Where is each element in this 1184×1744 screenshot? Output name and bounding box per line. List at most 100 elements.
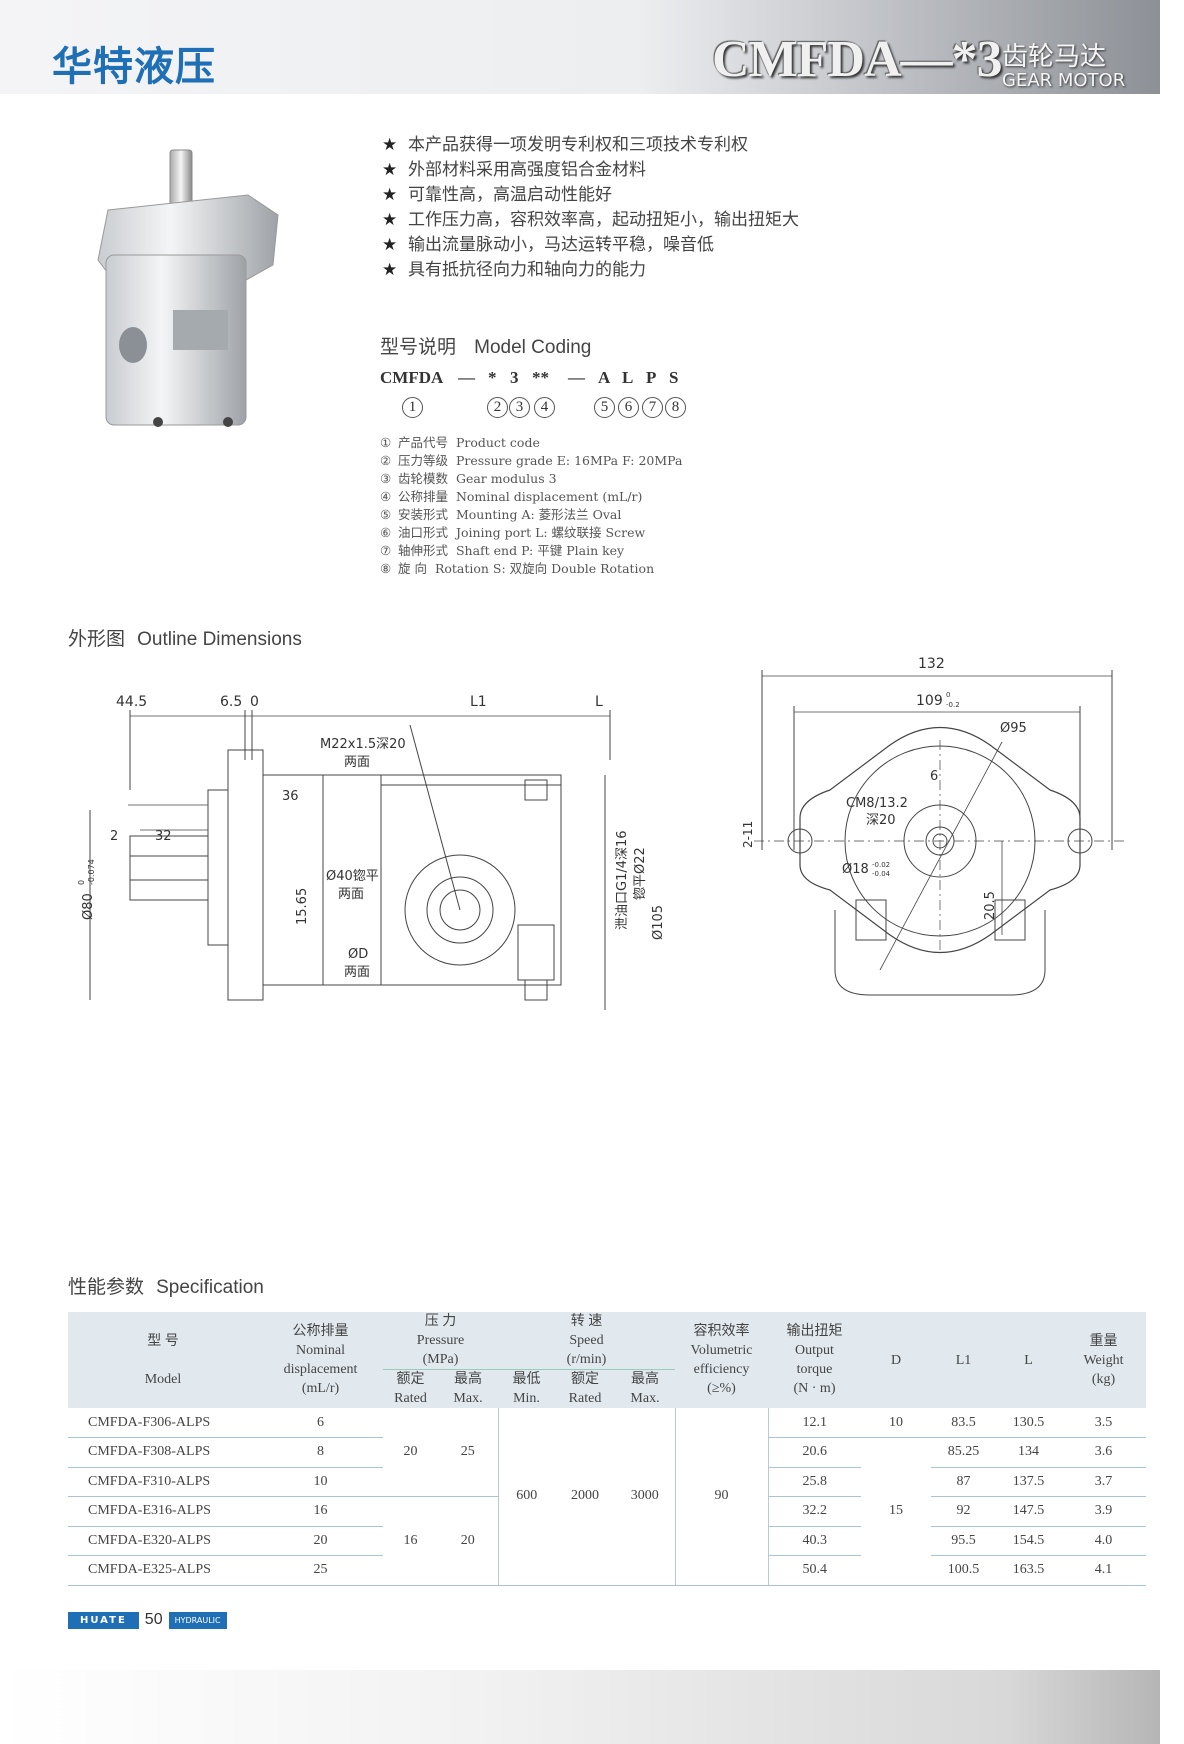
cell-weight: 3.5 <box>1061 1408 1146 1438</box>
model-coding-heading: 型号说明 Model Coding <box>380 336 592 358</box>
cell-model: CMFDA-E325-ALPS <box>68 1555 258 1586</box>
cell-L: 163.5 <box>996 1555 1061 1586</box>
side-view-drawing: 44.5 6.5 0 L1 L 36 2 32 M22x1.5深20 两面 Ø4… <box>77 694 666 1010</box>
code-index: 8 <box>665 397 686 418</box>
code-index: 7 <box>642 397 663 418</box>
dim-2-11: 2-11 <box>741 821 755 848</box>
dim-phi105: Ø105 <box>651 905 666 940</box>
cell-weight: 4.0 <box>1061 1526 1146 1556</box>
cell-displacement: 8 <box>258 1437 383 1468</box>
cell-D: 10 <box>861 1408 931 1438</box>
dim-L1: L1 <box>470 694 487 710</box>
cell-L: 137.5 <box>996 1467 1061 1497</box>
code-part-displacement: ** <box>532 368 549 387</box>
cell-L: 134 <box>996 1437 1061 1468</box>
cell-weight: 3.6 <box>1061 1437 1146 1468</box>
gear-motor-photo <box>97 149 279 427</box>
cell-weight: 3.7 <box>1061 1467 1146 1497</box>
code-part-pressure: * <box>488 368 497 387</box>
cell-torque: 50.4 <box>767 1555 861 1586</box>
dim-20-5: 20.5 <box>983 891 998 920</box>
cell-speed-rated: 2000 <box>555 1408 615 1586</box>
cell-pressure-max: 20 <box>438 1496 498 1586</box>
cell-model: CMFDA-F306-ALPS <box>68 1408 258 1438</box>
cell-pressure-rated: 16 <box>383 1496 438 1586</box>
dim-6: 6 <box>930 769 938 784</box>
code-index: 1 <box>402 397 423 418</box>
cell-L: 154.5 <box>996 1526 1061 1556</box>
col-header-L: L <box>996 1312 1061 1408</box>
feature-item: ★具有抵抗径向力和轴向力的能力 <box>382 260 646 280</box>
cell-pressure-max: 25 <box>438 1408 498 1497</box>
table-row: CMFDA-E320-ALPS 20 40.3 95.5 154.5 4.0 <box>68 1526 1146 1556</box>
cell-torque: 12.1 <box>767 1408 861 1438</box>
cell-displacement: 25 <box>258 1555 383 1586</box>
cell-speed-min: 600 <box>497 1408 555 1586</box>
flat-40-label: Ø40锪平 <box>326 868 379 884</box>
feature-item: ★外部材料采用高强度铝合金材料 <box>382 160 646 180</box>
footer-brand: HUATE <box>68 1611 139 1629</box>
phi-D-label: ØD <box>348 947 368 962</box>
code-index: 5 <box>594 397 615 418</box>
cell-L1: 100.5 <box>931 1555 996 1586</box>
table-row: CMFDA-E316-ALPS 16 16 20 32.2 92 147.5 3… <box>68 1496 1146 1586</box>
cell-torque: 25.8 <box>767 1467 861 1497</box>
feature-item: ★可靠性高，高温启动性能好 <box>382 185 612 205</box>
cell-model: CMFDA-E320-ALPS <box>68 1526 258 1556</box>
dim-phi18-tol-top: -0.02 <box>872 861 890 869</box>
cell-L1: 85.25 <box>931 1437 996 1468</box>
drain-port-label: 泄油口G1/4深16 <box>615 830 630 930</box>
cell-speed-max: 3000 <box>615 1408 675 1586</box>
port-thread-sides: 两面 <box>344 755 370 770</box>
cell-pressure-rated: 20 <box>383 1408 438 1497</box>
product-type-cn: 齿轮马达 <box>1002 42 1107 72</box>
depth-20-label: 深20 <box>866 813 896 828</box>
outline-heading: 外形图 Outline Dimensions <box>68 628 302 650</box>
dim-15-65: 15.65 <box>295 888 310 925</box>
dim-phi18-tol-bottom: -0.04 <box>872 870 891 878</box>
dim-6-5: 6.5 <box>220 694 242 710</box>
code-part-shaft: P <box>646 368 657 387</box>
cell-L: 147.5 <box>996 1496 1061 1527</box>
code-index: 2 <box>487 397 508 418</box>
cell-torque: 40.3 <box>767 1526 861 1556</box>
cell-D: 15 <box>861 1437 931 1586</box>
code-index: 6 <box>618 397 639 418</box>
flat-40-sides: 两面 <box>338 887 364 902</box>
col-header-D: D <box>861 1312 931 1408</box>
dim-2: 2 <box>110 829 118 844</box>
model-title: CMFDA—*3 <box>712 31 1003 88</box>
dim-phi80: Ø80 <box>81 893 96 920</box>
dim-109-tol-top: 0 <box>946 691 950 699</box>
code-index: 3 <box>509 397 530 418</box>
cell-displacement: 20 <box>258 1526 383 1556</box>
bottom-shade <box>0 1670 1184 1744</box>
drain-spotface-label: 锪平Ø22 <box>632 847 648 900</box>
dim-44-5: 44.5 <box>116 694 147 710</box>
dim-phi95: Ø95 <box>1000 721 1027 736</box>
code-part-modulus: 3 <box>510 368 519 387</box>
cell-weight: 4.1 <box>1061 1555 1146 1586</box>
code-part-series: CMFDA <box>380 368 444 387</box>
cm8-label: CM8/13.2 <box>846 796 908 811</box>
product-type-en: GEAR MOTOR <box>1002 70 1126 91</box>
table-row: CMFDA-F310-ALPS 10 25.8 87 137.5 3.7 <box>68 1467 1146 1497</box>
cell-displacement: 16 <box>258 1496 383 1527</box>
code-part-port: L <box>622 368 634 387</box>
cell-model: CMFDA-F310-ALPS <box>68 1467 258 1497</box>
dim-36: 36 <box>282 789 299 804</box>
cell-L1: 83.5 <box>931 1408 996 1438</box>
front-view-drawing: 132 109 0 -0.2 Ø95 6 CM8/13.2 深20 Ø18 -0… <box>741 656 1126 996</box>
